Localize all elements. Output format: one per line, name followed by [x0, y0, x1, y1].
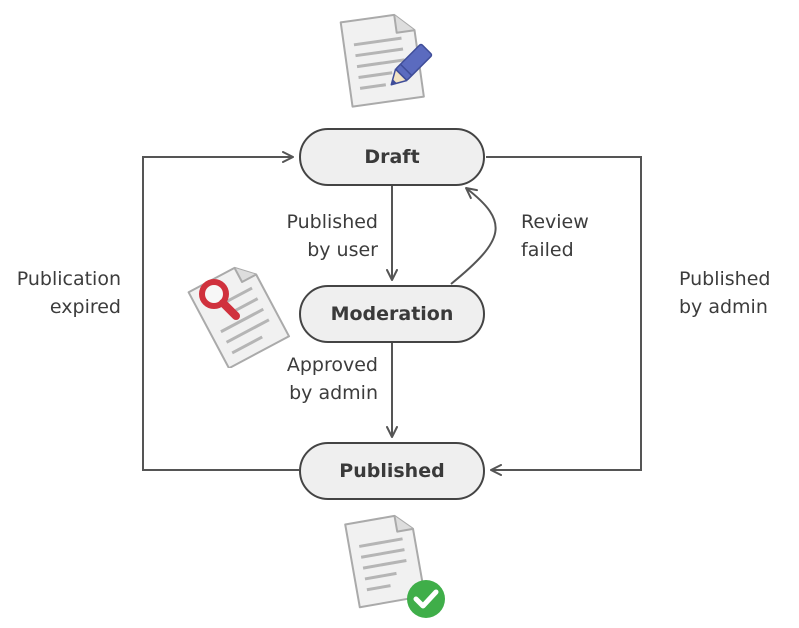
state-draft: Draft [299, 128, 485, 186]
label-published-by-admin: Published by admin [679, 265, 794, 321]
state-moderation: Moderation [299, 285, 485, 343]
label-line: expired [49, 296, 121, 318]
label-published-by-user: Published by user [265, 208, 378, 264]
label-line: Published [679, 268, 771, 290]
state-published: Published [299, 442, 485, 500]
arrow-moderation-to-draft [450, 187, 497, 285]
label-line: Review [521, 211, 589, 233]
document-checkmark-icon [344, 514, 445, 618]
document-magnifier-icon [187, 266, 291, 368]
label-line: by user [307, 239, 378, 261]
label-line: Approved [286, 354, 378, 376]
label-publication-expired: Publication expired [4, 265, 121, 321]
document-pencil-icon [339, 13, 433, 108]
arrow-draft-to-published [486, 156, 642, 476]
label-line: by admin [679, 296, 768, 318]
label-approved-by-admin: Approved by admin [255, 351, 378, 407]
label-review-failed: Review failed [521, 208, 631, 264]
arrow-published-to-draft [142, 151, 299, 471]
label-line: Published [286, 211, 378, 233]
label-line: by admin [289, 382, 378, 404]
label-line: Publication [16, 268, 121, 290]
label-line: failed [521, 239, 574, 261]
